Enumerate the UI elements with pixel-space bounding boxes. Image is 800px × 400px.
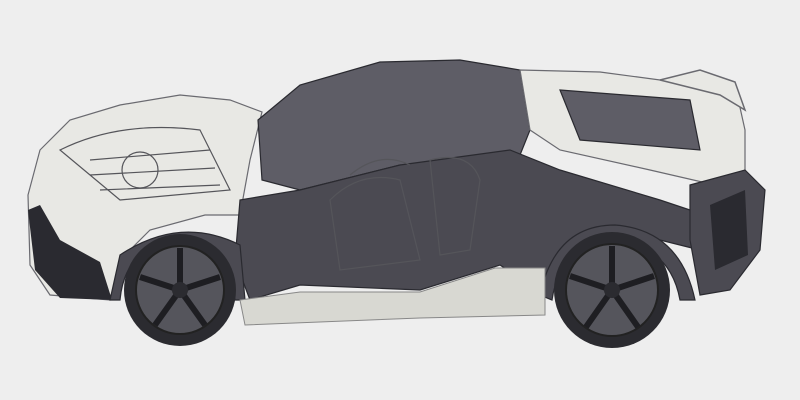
rear-engine-bay <box>559 89 701 151</box>
engine-detail <box>58 126 231 201</box>
rear-wing <box>659 69 747 112</box>
rear-grille <box>710 190 748 270</box>
front-wheel <box>124 234 236 346</box>
seat-detail <box>329 156 481 271</box>
rear-wheel <box>554 232 670 348</box>
front-bumper <box>28 205 112 300</box>
side-skirt <box>239 267 546 326</box>
